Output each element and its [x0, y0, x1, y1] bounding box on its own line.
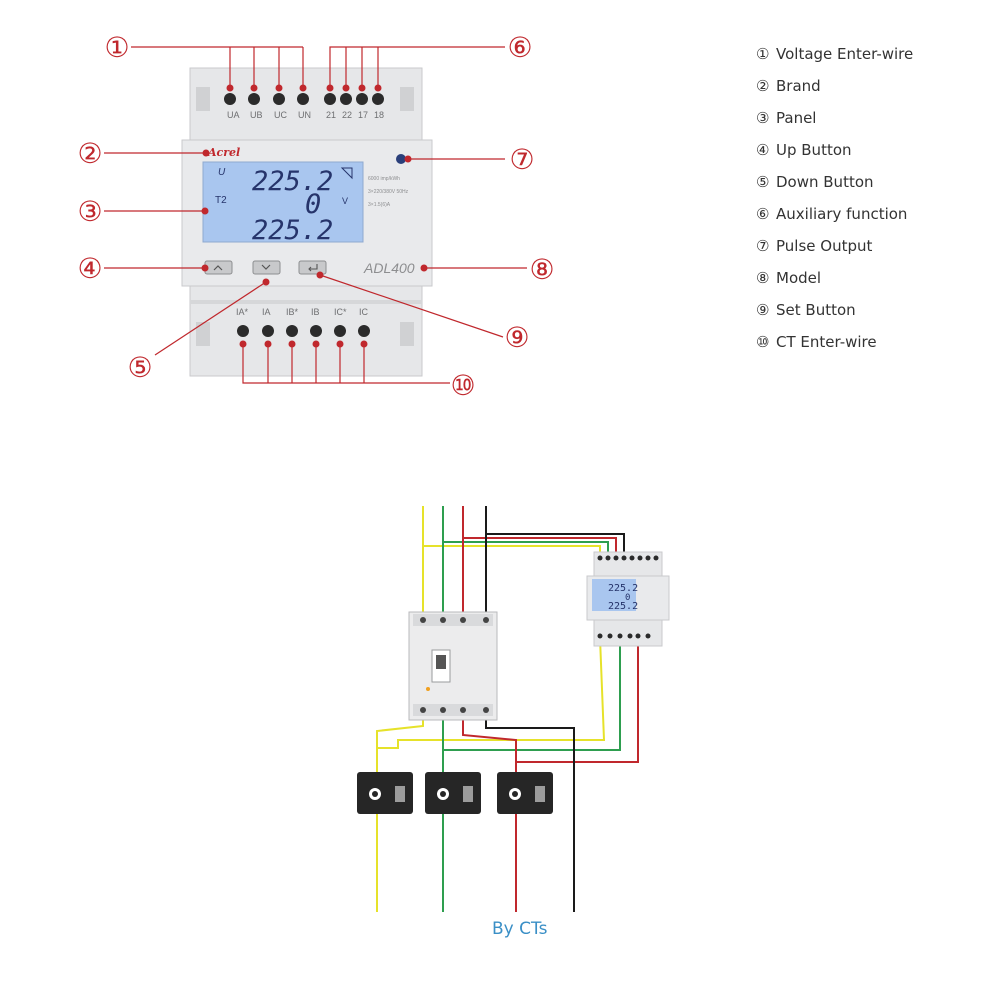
svg-text:IB: IB: [311, 307, 320, 317]
chevron-up-icon: [213, 265, 223, 271]
callout-numbers: ① ⑥ ② ⑦ ③ ④ ⑧ ⑤ ⑨ ⑩: [77, 31, 554, 402]
up-button[interactable]: [204, 260, 233, 275]
svg-text:UC: UC: [274, 110, 287, 120]
svg-text:UB: UB: [250, 110, 263, 120]
mini-lcd-row-3: 225.2: [608, 601, 638, 612]
lcd-row-1: 225.2: [252, 166, 333, 197]
current-transformers: [357, 772, 553, 814]
callout-lines: [104, 46, 527, 384]
wiring-caption: By CTs: [492, 919, 548, 939]
mini-meter: 225.2 0 225.2: [586, 551, 670, 647]
lcd-row-2: 0: [305, 189, 321, 220]
callout-3: ③: [77, 195, 102, 228]
callout-8: ⑧: [529, 253, 554, 286]
svg-text:18: 18: [374, 110, 384, 120]
lcd-tariff: T2: [215, 195, 227, 206]
terminal-screws: [224, 93, 384, 337]
svg-text:UA: UA: [227, 110, 240, 120]
svg-text:22: 22: [342, 110, 352, 120]
lcd-unit-v: V: [342, 196, 348, 206]
pulse-led: [396, 154, 406, 164]
spec-line-2: 3×220/380V 50Hz: [368, 189, 409, 195]
aux-terminal-labels: 21 22 17 18: [326, 110, 384, 120]
spec-line-1: 6000 imp/kWh: [368, 176, 400, 182]
svg-text:IB*: IB*: [286, 307, 299, 317]
lcd-panel: U 225.2 T2 0 V 225.2: [202, 161, 364, 246]
lcd-unit-symbol: U: [218, 167, 226, 178]
svg-text:IC*: IC*: [334, 307, 347, 317]
callout-2: ②: [77, 137, 102, 170]
mini-lcd-row-1: 225.2: [608, 583, 638, 594]
voltage-terminal-labels: UA UB UC UN: [227, 110, 311, 120]
chevron-down-icon: [261, 264, 271, 270]
circuit-breaker: [408, 611, 498, 721]
ct-phase-a: [357, 772, 413, 814]
ct-terminal-labels: IA* IA IB* IB IC* IC: [236, 307, 369, 317]
model-label: ADL400: [363, 260, 415, 276]
svg-text:21: 21: [326, 110, 336, 120]
callout-1: ①: [104, 31, 129, 64]
lcd-row-3: 225.2: [252, 215, 333, 246]
svg-text:IC: IC: [359, 307, 369, 317]
spec-line-3: 3×1.5(6)A: [368, 202, 391, 208]
lcd-meter-icon: [340, 167, 353, 180]
callout-9: ⑨: [504, 321, 529, 354]
svg-text:17: 17: [358, 110, 368, 120]
callout-7: ⑦: [509, 143, 534, 176]
brand-label: Acrel: [207, 146, 240, 159]
svg-text:IA*: IA*: [236, 307, 249, 317]
meter-front-diagram: Acrel U 225.2 T2 0 V 225.2 6000 imp/kWh …: [77, 31, 554, 402]
callout-6: ⑥: [507, 31, 532, 64]
wires: [376, 506, 639, 912]
ct-phase-c: [497, 772, 553, 814]
enter-icon: [308, 264, 318, 272]
callout-10: ⑩: [450, 369, 475, 402]
callout-5: ⑤: [127, 351, 152, 384]
ct-phase-b: [425, 772, 481, 814]
svg-text:UN: UN: [298, 110, 311, 120]
mini-lcd-row-2: 0: [625, 593, 630, 603]
callout-dots: [201, 84, 428, 348]
callout-4: ④: [77, 252, 102, 285]
set-button[interactable]: [298, 260, 327, 275]
svg-text:IA: IA: [262, 307, 271, 317]
down-button[interactable]: [252, 260, 281, 275]
